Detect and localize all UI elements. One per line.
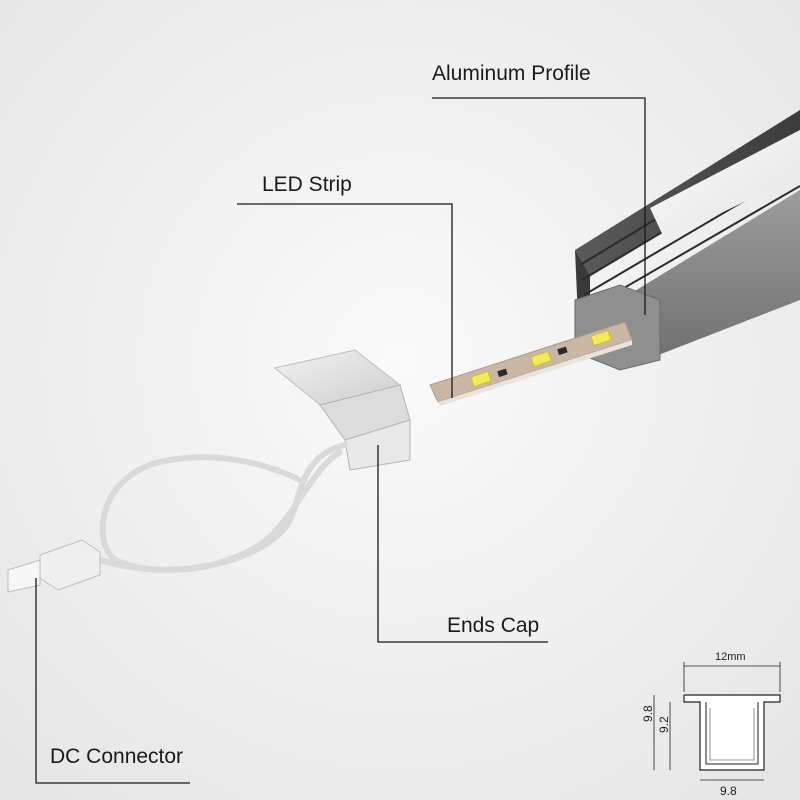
cross-section-channel xyxy=(709,708,755,761)
inner-height-dimension: 9.2 xyxy=(657,716,671,733)
outer-height-dimension: 9.8 xyxy=(641,705,655,722)
led-strip-leader xyxy=(237,203,453,398)
leader-lines xyxy=(35,97,646,784)
dc-connector-label: DC Connector xyxy=(50,745,184,768)
ends-cap-label: Ends Cap xyxy=(447,614,540,637)
end-cap xyxy=(273,349,411,471)
aluminum-leader xyxy=(432,97,646,315)
cross-section-outline xyxy=(683,694,781,771)
led-strip xyxy=(429,321,633,406)
led-chip xyxy=(590,329,612,347)
resistor xyxy=(557,346,568,356)
dc-connector-front xyxy=(7,559,41,593)
dc-connector-leader xyxy=(35,578,190,784)
led-chip xyxy=(470,370,492,388)
aluminum-profile-label: Aluminum Profile xyxy=(432,62,591,85)
led-strip-label: LED Strip xyxy=(262,173,352,196)
cross-section-inner xyxy=(705,702,759,765)
resistor xyxy=(497,368,508,378)
strip-edge xyxy=(438,340,632,406)
diffuser-cover xyxy=(650,130,800,240)
profile-side-face xyxy=(620,190,800,370)
led-chip xyxy=(530,350,552,368)
ends-cap-leader xyxy=(377,445,548,643)
cross-section-diagram xyxy=(653,662,781,781)
top-width-dimension: 12mm xyxy=(715,651,746,663)
dc-connector xyxy=(7,539,101,593)
bottom-width-dimension: 9.8 xyxy=(720,784,737,798)
